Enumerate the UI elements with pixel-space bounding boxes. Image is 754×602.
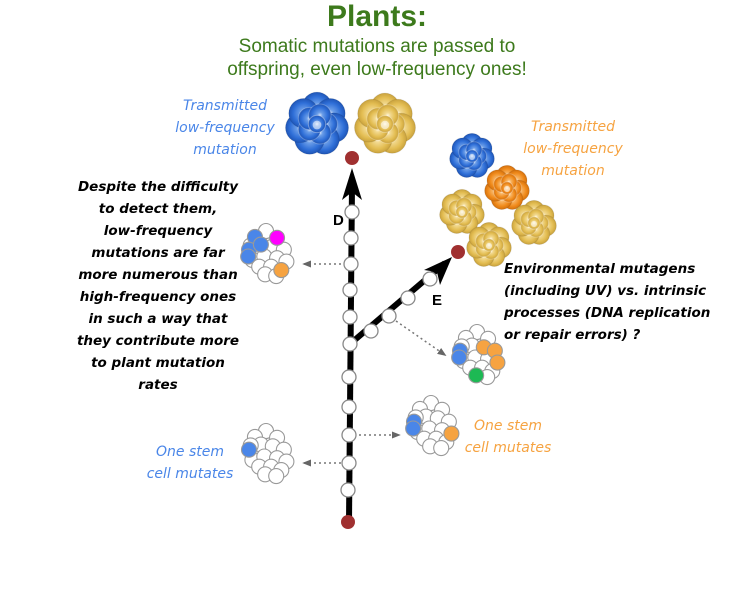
note-line: mutation [541,163,605,179]
mutated-cell-icon [252,236,269,253]
note-line: (including UV) vs. intrinsic [504,283,707,299]
mutated-cell-icon [240,248,257,265]
note-line: high-frequency ones [79,289,237,305]
note-line: One stem [156,444,224,460]
environmental-note: Environmental mutagens (including UV) vs… [504,258,734,346]
mutated-cell-icon [489,354,506,371]
rose-flower-icon [449,132,495,178]
flowers-layer [284,91,557,267]
terminal-bud-d [345,151,359,165]
note-line: in such a way that [88,311,228,327]
note-line: mutations are far [91,245,225,261]
mutated-cell-icon [443,425,460,442]
note-line: Transmitted [531,119,615,135]
page-subtitle: Somatic mutations are passed to offsprin… [0,35,754,81]
note-line: cell mutates [146,466,234,482]
meristems-layer [240,222,506,485]
note-line: Transmitted [183,98,267,114]
stem-node-icon [344,204,360,220]
note-line: to detect them, [98,201,218,217]
stem-node-icon [341,427,357,443]
stem-node-icon [342,282,358,298]
stem-node-icon [342,336,358,352]
cell-icon [433,439,450,457]
terminal-bud-e [451,245,465,259]
page-title: Plants: [326,0,428,33]
stem-node-icon [422,271,438,287]
stem-node-icon [381,308,397,324]
arrow-head-icon [342,168,362,200]
note-line: or repair errors) ? [504,327,641,343]
meristem-lower-right [405,394,460,457]
note-line: One stem [474,418,542,434]
meristem-upper-left [240,222,295,285]
mutated-cell-icon [468,367,485,384]
stem-node-icon [343,230,359,246]
despite-note: Despite the difficulty to detect them, l… [58,176,258,396]
rose-flower-icon [284,91,350,155]
note-line: processes (DNA replication [504,305,711,321]
note-line: cell mutates [464,440,552,456]
stem-node-icon [341,455,357,471]
note-line: rates [138,377,178,393]
rose-flower-icon [439,188,485,234]
stem-node-icon [363,323,379,339]
mutated-cell-icon [273,262,290,279]
connector-branch-e [395,320,447,357]
base-bud [341,515,355,529]
stem-node-icon [341,369,357,385]
rose-flower-icon [466,221,512,267]
stem-node-icon [400,290,416,306]
note-line: mutation [193,142,257,158]
subtitle-line-2: offspring, even low-frequency ones! [227,59,527,80]
note-line: Environmental mutagens [504,261,696,277]
rose-flower-icon [511,199,557,245]
mutated-cell-icon [451,349,468,366]
meristem-branch-e [451,323,506,386]
branch-label-d: D [333,212,344,229]
stem-node-icon [340,482,356,498]
connectors [302,260,447,467]
note-line: Despite the difficulty [77,179,239,195]
rose-flower-icon [484,164,530,210]
stem-node-icon [341,399,357,415]
note-line: more numerous than [78,267,238,283]
note-line: they contribute more [76,333,240,349]
transmitted-note-orange: Transmitted low-frequency mutation [498,116,648,182]
mutated-cell-icon [405,420,422,437]
cell-icon [268,467,285,485]
meristem-lower-left [240,422,295,485]
subtitle-line-1: Somatic mutations are passed to [238,36,516,57]
stem-cell-note-blue: One stem cell mutates [140,441,240,485]
stem-node-icon [343,256,359,272]
mutated-cell-icon [240,441,258,458]
rose-flower-icon [354,92,416,154]
stem-cell-note-orange: One stem cell mutates [458,415,558,459]
note-line: to plant mutation [91,355,225,371]
note-line: low-frequency [175,120,275,136]
branch-label-e: E [432,292,442,309]
note-line: low-frequency [523,141,623,157]
arrow-head-icon [424,257,452,285]
mutated-cell-icon [268,229,286,246]
nodes-layer [340,204,438,498]
stem-node-icon [342,309,358,325]
note-line: low-frequency [103,223,213,239]
transmitted-note-blue: Transmitted low-frequency mutation [150,95,300,161]
